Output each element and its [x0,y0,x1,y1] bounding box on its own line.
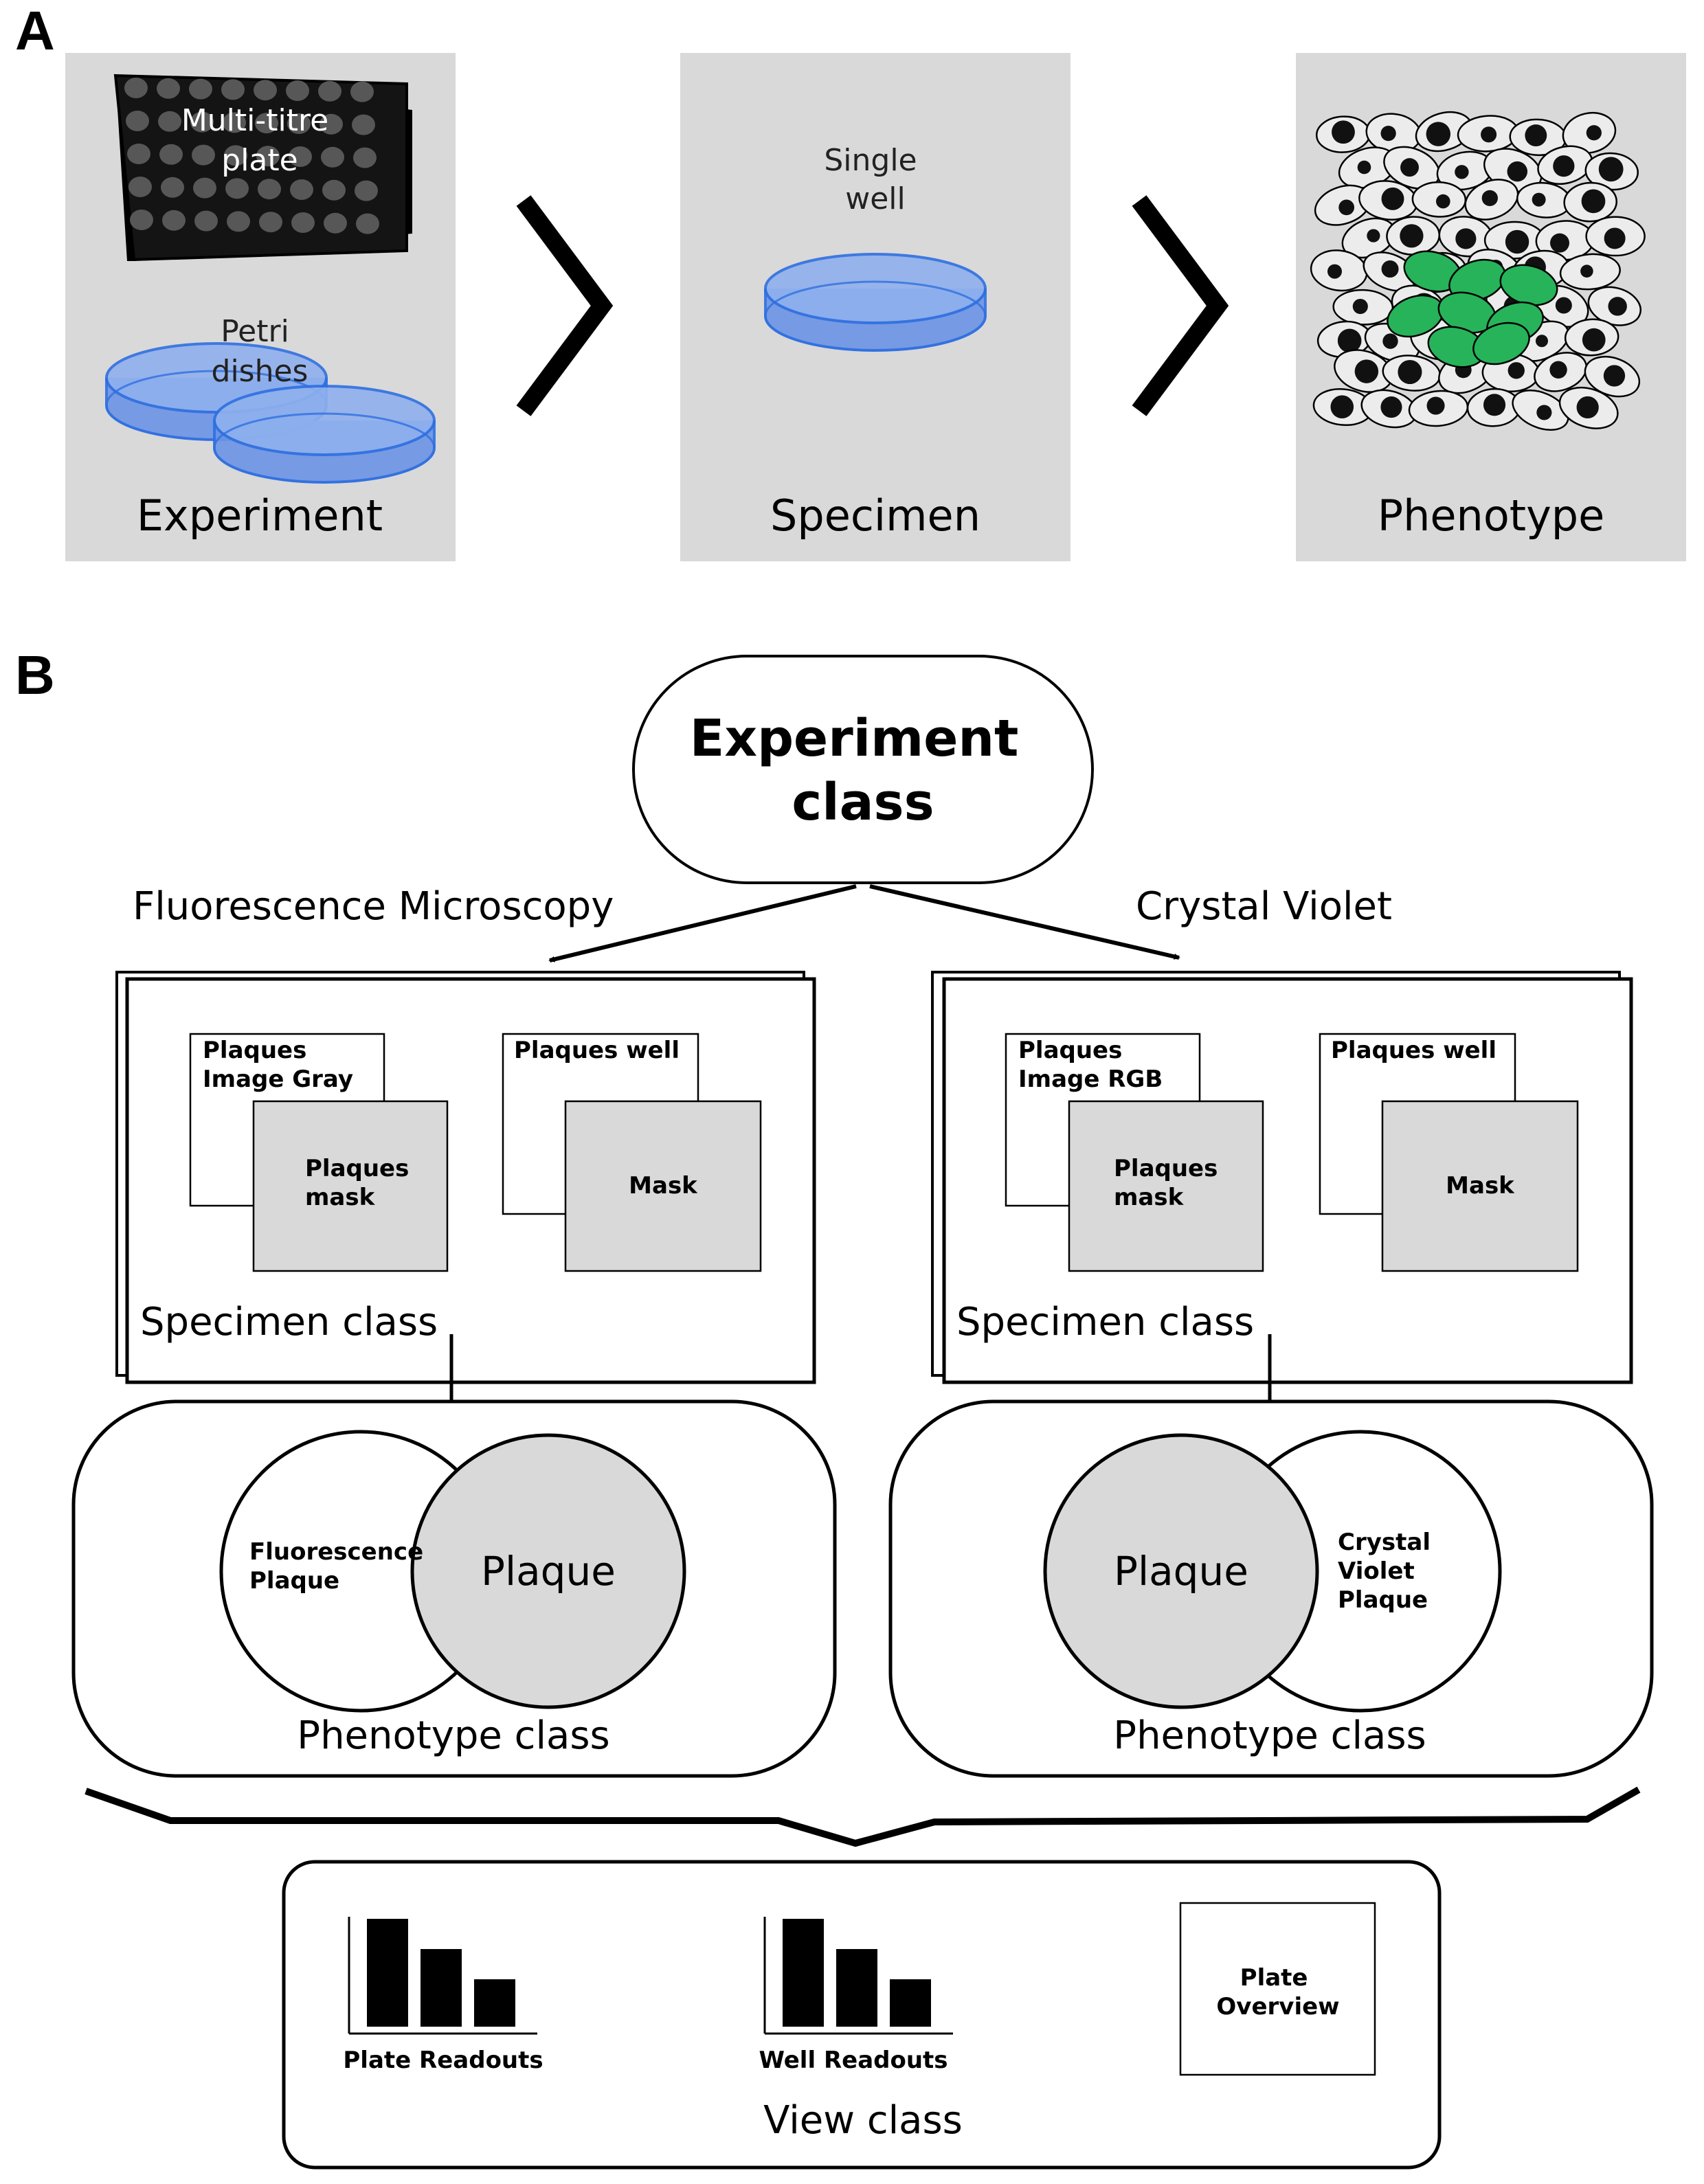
plaque-circle-left [410,1433,686,1709]
fluorescence-plaque-label: Fluorescence Plaque [249,1538,431,1595]
panel-b-letter: B [15,644,55,706]
experiment-caption: Experiment [137,491,383,541]
plaques-mask-box-right [1068,1100,1264,1272]
experiment-class-label: Experiment class [690,709,1036,832]
plaque-label-left: Plaque [481,1548,616,1595]
specimen-class-label-left: Specimen class [140,1300,438,1344]
plaques-well-label-left: Plaques well [514,1037,680,1064]
chevron-right-icon [1132,195,1229,416]
phenotype-class-label-right: Phenotype class [1113,1713,1426,1758]
multi-titre-plate-icon [113,74,412,262]
experiment-class-node [632,655,1094,884]
plate-overview-box [1179,1902,1376,2076]
cell-sheet-icon [1310,111,1646,431]
arrow-to-fluorescence [548,884,857,962]
view-class-label: View class [763,2098,963,2143]
petri-label: Petri dishes [212,314,309,389]
plaques-image-label-left: Plaques Image Gray [203,1037,353,1093]
well-mask-label-left: Mask [629,1172,698,1200]
phenotype-caption: Phenotype [1378,491,1605,541]
petri-dishes-icon [105,342,436,484]
well-mask-box-right [1381,1100,1579,1272]
crystal-violet-plaque-label: Crystal Violet Plaque [1338,1529,1439,1614]
arrow-to-crystal-violet [869,884,1180,960]
plate-label: Multi-titre plate [181,103,338,178]
branch-title-crystal-violet: Crystal Violet [1136,884,1392,929]
single-well-label: Single well [824,143,926,216]
specimen-class-label-right: Specimen class [956,1300,1254,1344]
well-mask-label-right: Mask [1446,1172,1515,1200]
well-readouts-label: Well Readouts [759,2047,948,2074]
branch-title-fluorescence: Fluorescence Microscopy [133,884,614,929]
bar-chart-icon [763,1917,953,2035]
phenotype-card: Phenotype [1296,53,1686,561]
specimen-caption: Specimen [770,491,980,541]
plaque-circle-right [1043,1433,1319,1709]
plaques-mask-label-right: Plaques mask [1114,1155,1226,1211]
experiment-card: Multi-titre plate Petri dishes Experimen… [65,53,456,561]
single-well-dish-icon [764,253,987,352]
plaques-image-label-right: Plaques Image RGB [1018,1037,1163,1093]
plate-readouts-label: Plate Readouts [343,2047,543,2074]
bar-chart-icon [348,1917,537,2035]
well-mask-box-left [564,1100,762,1272]
phenotype-class-label-left: Phenotype class [297,1713,609,1758]
plaque-label-right: Plaque [1114,1548,1248,1595]
plate-overview-label: Plate Overview [1216,1964,1339,2020]
specimen-card: Single well Specimen [680,53,1070,561]
panel-a-letter: A [15,0,55,61]
plaques-mask-label-left: Plaques mask [305,1155,417,1211]
plaques-well-label-right: Plaques well [1331,1037,1496,1064]
chevron-right-icon [516,195,614,416]
plaques-mask-box-left [252,1100,449,1272]
curly-brace-icon [85,1786,1641,1847]
